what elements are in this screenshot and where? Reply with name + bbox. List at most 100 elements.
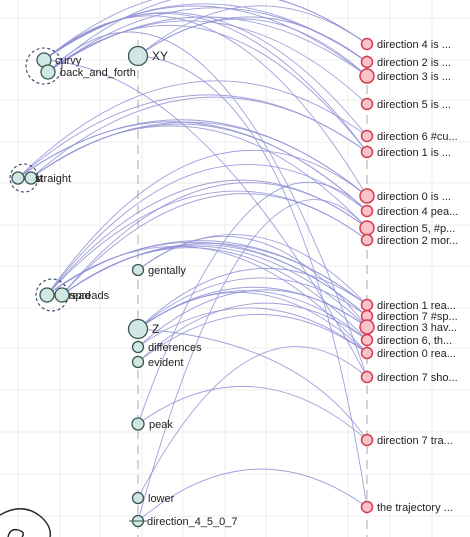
edge-L_Z-R_d7t: [137, 328, 368, 441]
right-node-label: direction 2 mor...: [377, 235, 458, 247]
edge-L_differences-R_d0r: [137, 307, 368, 354]
edge-L_dir4507-R_d5p: [137, 199, 368, 522]
edge-L_back-R_d7sh: [47, 31, 368, 378]
right-node[interactable]: [359, 220, 375, 236]
left-node-label: gentally: [148, 265, 186, 277]
left-node-label: evident: [148, 357, 183, 369]
edge-L_evident-R_d6t: [137, 302, 368, 363]
right-node[interactable]: [360, 433, 374, 447]
cluster-ring: [25, 47, 63, 85]
right-node-label: direction 1 is ...: [377, 147, 451, 159]
edge-L_lower-R_d7sh: [137, 346, 368, 499]
edge-L_peak-R_d7t: [137, 385, 368, 441]
left-node-gentally[interactable]: [131, 263, 145, 277]
right-node-label: direction 4 is ...: [377, 39, 451, 51]
left-node-XY[interactable]: [127, 45, 149, 67]
corner-badge-glyph: [7, 528, 25, 537]
edge-L_spreads-R_d2m: [61, 193, 368, 296]
left-node-label: curvy: [55, 55, 82, 67]
right-node-label: direction 5 is ...: [377, 99, 451, 111]
edge-L_back-R_d1: [47, 24, 368, 153]
right-node[interactable]: [360, 233, 374, 247]
edge-L_straight-R_d5p: [30, 125, 368, 229]
edge-L_curvy-R_d7sh: [43, 59, 368, 378]
cluster-ring: [9, 163, 39, 193]
right-node[interactable]: [360, 370, 374, 384]
right-node-label: direction 5, #p...: [377, 223, 455, 235]
edge-L_Z-R_d7s: [137, 277, 368, 330]
right-node-label: the trajectory ...: [377, 502, 453, 514]
edge-L_peak-R_d4p: [137, 181, 368, 425]
right-node[interactable]: [360, 55, 374, 69]
edge-L_back-R_d3: [47, 16, 368, 77]
edge-L_Z-R_d1r: [137, 268, 368, 330]
left-node-label: back_and_forth: [60, 67, 136, 79]
right-node-label: direction 7 tra...: [377, 435, 453, 447]
left-node-label: XY: [152, 49, 168, 63]
edge-L_back-R_d4: [47, 0, 368, 73]
edge-L_back-R_d5: [47, 20, 368, 105]
left-node-label: peak: [149, 419, 173, 431]
right-node-label: direction 2 is ...: [377, 57, 451, 69]
right-node-label: direction 3 is ...: [377, 71, 451, 83]
left-node-back_and_forth[interactable]: [40, 64, 56, 80]
right-node[interactable]: [360, 346, 374, 360]
edge-L_Z-R_d0r: [137, 292, 368, 354]
right-node[interactable]: [360, 37, 374, 51]
right-node-label: direction 0 is ...: [377, 191, 451, 203]
left-node-differences[interactable]: [131, 340, 145, 354]
edge-L_spread-R_d0: [46, 150, 368, 296]
left-node-straight[interactable]: [24, 171, 38, 185]
column-axes: [137, 40, 368, 537]
left-node-peak[interactable]: [131, 417, 145, 431]
edge-L_curvy-R_d1: [43, 13, 368, 153]
right-node-label: direction 4 pea...: [377, 206, 458, 218]
right-node[interactable]: [360, 129, 374, 143]
edge-L_straight-R_d0: [30, 121, 368, 197]
left-node-label: spreads: [70, 290, 110, 302]
left-node-lower[interactable]: [131, 491, 145, 505]
edge-L_XY-R_traj: [137, 55, 368, 508]
edge-L_spreads-R_d6t: [61, 247, 368, 341]
edge-L_spread-R_d0r: [46, 246, 368, 354]
right-node[interactable]: [359, 319, 375, 335]
right-node[interactable]: [360, 204, 374, 218]
left-node-spread[interactable]: [39, 287, 55, 303]
edge-L_XY-R_d4: [137, 5, 368, 57]
right-node-label: direction 7 sho...: [377, 372, 458, 384]
node-layer: XYcurvyback_and_forthflatstraightspreads…: [11, 37, 458, 528]
edge-L_flat-R_d4p: [17, 121, 368, 212]
edge-L_spreads-R_d5p: [61, 182, 368, 296]
right-node[interactable]: [359, 188, 375, 204]
edge-L_differences-R_d3h: [137, 289, 368, 348]
right-node-label: direction 1 rea...: [377, 300, 456, 312]
right-node-label: direction 3 hav...: [377, 322, 457, 334]
left-node-label: Z: [152, 322, 159, 336]
edge-layer: [17, 0, 368, 522]
corner-badge-icon: [0, 508, 51, 537]
left-node-label: direction_4_5_0_7: [147, 516, 238, 528]
right-node[interactable]: [360, 333, 374, 347]
edge-L_spreads-R_d3h: [61, 245, 368, 328]
edge-L_evident-R_d0r: [137, 313, 368, 363]
right-node-label: direction 0 rea...: [377, 348, 456, 360]
right-node[interactable]: [360, 298, 374, 312]
left-node-spreads[interactable]: [54, 287, 70, 303]
edge-L_dir4507-R_traj: [137, 468, 368, 522]
right-node-label: direction 6, th...: [377, 335, 452, 347]
edge-L_curvy-R_d3: [43, 5, 368, 77]
edge-L_XY-R_d3: [137, 18, 368, 77]
right-node[interactable]: [360, 97, 374, 111]
right-node[interactable]: [360, 145, 374, 159]
edge-L_back-R_d2: [47, 7, 368, 73]
right-node[interactable]: [359, 68, 375, 84]
edge-L_spread-R_d4p: [46, 163, 368, 296]
left-node-label: differences: [148, 342, 202, 354]
left-node-evident[interactable]: [131, 355, 145, 369]
edge-L_flat-R_d6: [17, 80, 368, 179]
left-node-label: lower: [148, 493, 175, 505]
right-node[interactable]: [360, 500, 374, 514]
left-node-Z[interactable]: [127, 318, 149, 340]
left-node-flat[interactable]: [11, 171, 25, 185]
